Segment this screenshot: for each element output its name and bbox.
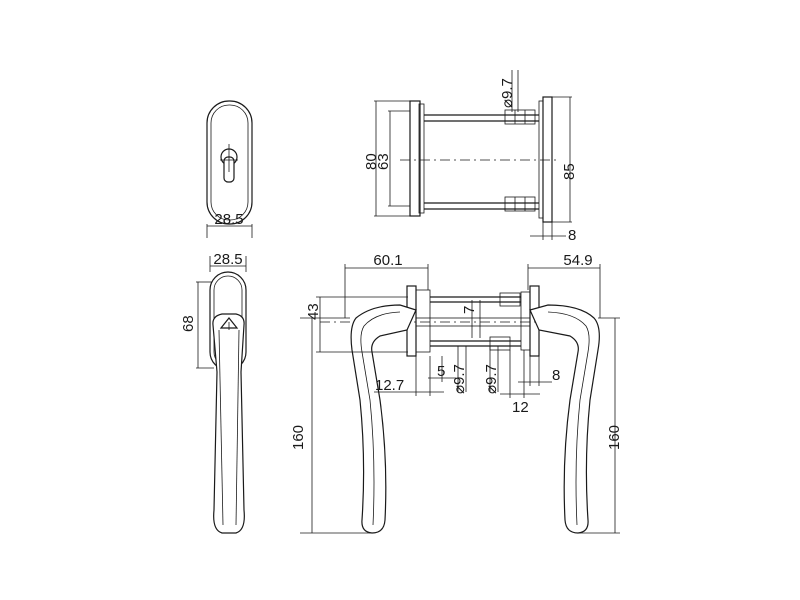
- dim-top-thickness: 8: [568, 227, 576, 244]
- dim-top-right-height: 85: [561, 163, 578, 180]
- rosette-front-view: 28.5: [206, 100, 253, 238]
- dim-top-outer-height: 80: [363, 153, 380, 170]
- dim-side-right-length: 160: [606, 425, 623, 450]
- dim-side-rod-diameter-left: ⌀9.7: [451, 364, 468, 394]
- dim-side-gap: 5: [437, 363, 445, 380]
- dim-side-rod-diameter-right: ⌀9.7: [483, 364, 500, 394]
- dim-side-left-length: 160: [290, 425, 307, 450]
- dim-side-right-reach: 54.9: [563, 252, 592, 269]
- dim-side-offset-right: 12: [512, 399, 529, 416]
- side-elevation-view: 60.1 54.9 43 7 160 160 12.7 5: [290, 252, 623, 534]
- dim-top-rod-diameter: ⌀9.7: [499, 78, 516, 108]
- dim-side-rosette-height: 43: [305, 303, 322, 320]
- dim-side-spindle: 7: [461, 306, 478, 314]
- handle-front-view: 28.5 68: [180, 251, 247, 534]
- dim-side-plate-thickness: 8: [552, 367, 560, 384]
- dim-top-inner-height: 63: [375, 153, 392, 170]
- dim-handle-front-height: 68: [180, 315, 197, 332]
- top-plan-view: ⌀9.7 80 63 85 8: [363, 70, 578, 244]
- dim-rosette-front-width: 28.5: [214, 211, 243, 228]
- dim-side-left-reach: 60.1: [373, 252, 402, 269]
- dim-handle-front-width: 28.5: [213, 251, 242, 268]
- dim-side-offset-left: 12.7: [375, 377, 404, 394]
